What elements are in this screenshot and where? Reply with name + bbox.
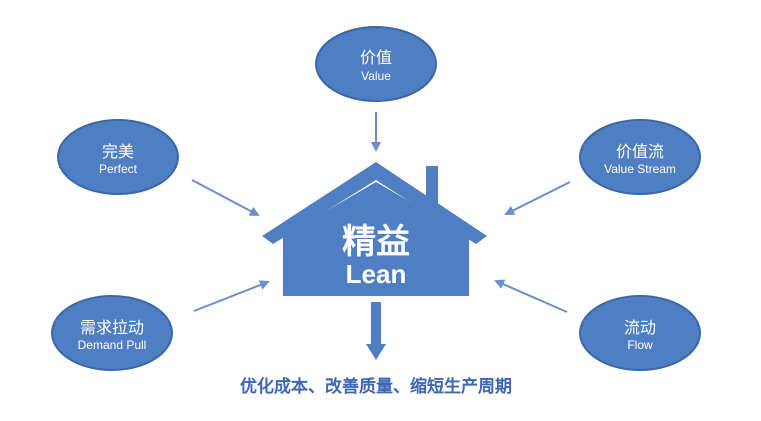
house-body bbox=[283, 182, 469, 296]
house-label-cn: 精益 bbox=[342, 222, 410, 262]
arrow-lean-to-caption bbox=[366, 302, 386, 360]
house-label-en: Lean bbox=[346, 259, 407, 289]
node-value-en: Value bbox=[361, 69, 391, 83]
node-demand-pull: 需求拉动 Demand Pull bbox=[51, 295, 173, 371]
node-perfect: 完美 Perfect bbox=[57, 119, 179, 195]
node-demand-pull-en: Demand Pull bbox=[78, 338, 147, 352]
node-value: 价值 Value bbox=[315, 26, 437, 102]
arrow-flow-to-lean bbox=[494, 279, 568, 313]
node-flow-cn: 流动 bbox=[624, 318, 656, 337]
node-perfect-en: Perfect bbox=[99, 162, 138, 176]
arrow-value-stream-to-lean bbox=[504, 181, 571, 215]
caption: 优化成本、改善质量、缩短生产周期 bbox=[240, 376, 512, 397]
node-value-stream: 价值流 Value Stream bbox=[579, 119, 701, 195]
arrow-demand-pull-to-lean bbox=[193, 280, 270, 312]
node-demand-pull-cn: 需求拉动 bbox=[80, 318, 144, 337]
node-value-stream-cn: 价值流 bbox=[616, 142, 664, 161]
node-value-stream-en: Value Stream bbox=[604, 162, 676, 176]
node-flow: 流动 Flow bbox=[579, 295, 701, 371]
node-perfect-cn: 完美 bbox=[102, 142, 134, 161]
node-flow-en: Flow bbox=[627, 338, 653, 352]
arrow-perfect-to-lean bbox=[191, 179, 260, 216]
house-chimney bbox=[426, 166, 438, 206]
node-value-cn: 价值 bbox=[360, 48, 392, 67]
lean-house: 精益 Lean bbox=[262, 162, 487, 296]
